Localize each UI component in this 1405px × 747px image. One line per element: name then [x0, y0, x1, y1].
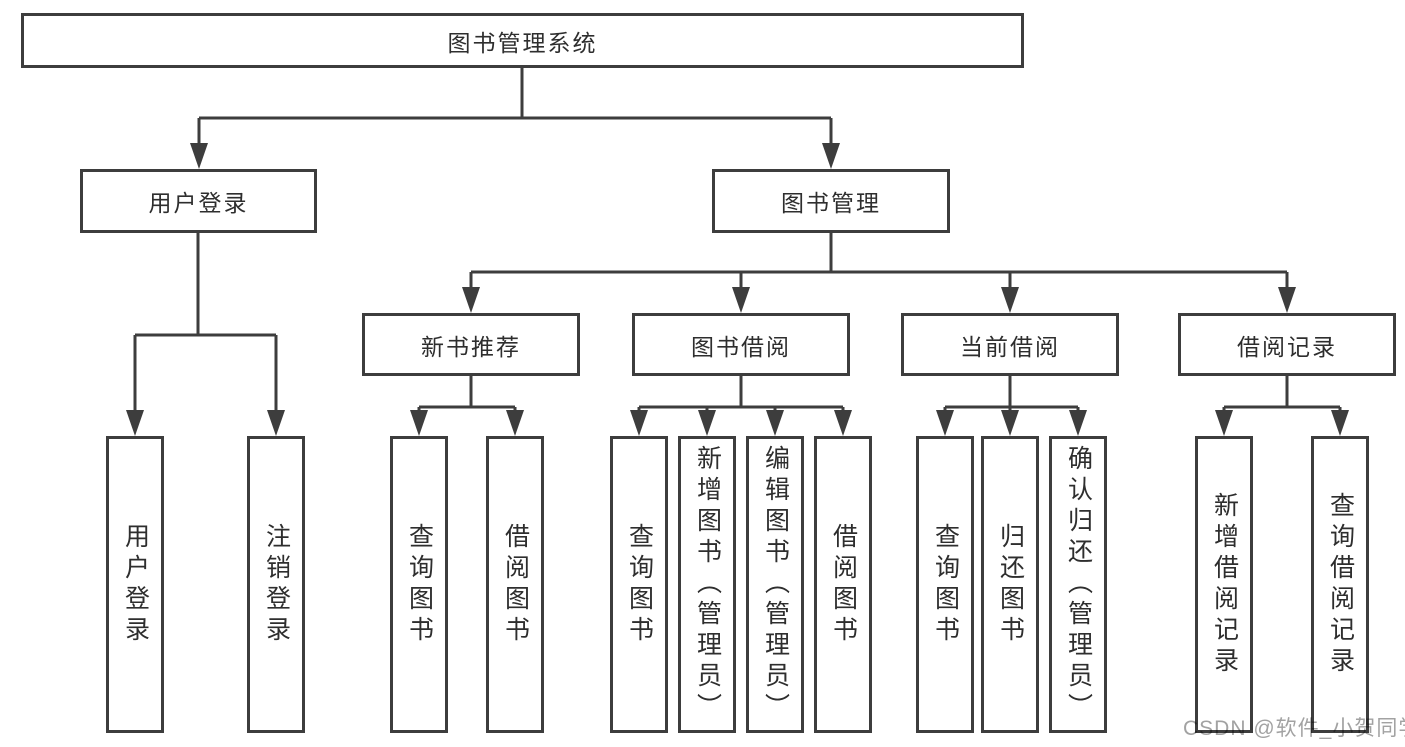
node-user-login-group: 用户登录 — [80, 169, 317, 233]
leaf-query-book-borrow: 查询图书 — [610, 436, 668, 733]
leaf-edit-book-admin: 编辑图书（管理员） — [746, 436, 804, 733]
leaf-query-book-borrow-label: 查询图书 — [625, 522, 654, 647]
connector-root-to-level2 — [197, 68, 833, 145]
leaf-confirm-return-admin: 确认归还（管理员） — [1049, 436, 1107, 733]
leaf-user-login-label: 用户登录 — [121, 522, 150, 647]
leaf-return-book: 归还图书 — [981, 436, 1039, 733]
leaf-add-book-admin-label: 新增图书（管理员） — [693, 445, 722, 724]
node-new-book-recommend: 新书推荐 — [362, 313, 580, 376]
leaf-borrow-book: 借阅图书 — [814, 436, 872, 733]
connector-newbook-to-leaves — [417, 376, 517, 414]
leaf-return-book-label: 归还图书 — [996, 522, 1025, 647]
leaf-borrow-book-newbook-label: 借阅图书 — [501, 522, 530, 647]
leaf-user-login: 用户登录 — [106, 436, 164, 733]
csdn-watermark: CSDN @软件_小贺同学 — [1183, 717, 1405, 740]
leaf-query-book-current: 查询图书 — [916, 436, 974, 733]
connector-current-to-leaves — [943, 376, 1080, 414]
node-root-label: 图书管理系统 — [447, 29, 598, 56]
leaf-query-book-current-label: 查询图书 — [931, 522, 960, 647]
connector-records-to-leaves — [1222, 376, 1342, 414]
leaf-query-book-newbook: 查询图书 — [390, 436, 448, 733]
leaf-add-borrow-record: 新增借阅记录 — [1195, 436, 1253, 733]
node-current-borrow: 当前借阅 — [901, 313, 1119, 376]
node-borrow-records-label: 借阅记录 — [1237, 333, 1337, 360]
leaf-logout-label: 注销登录 — [262, 522, 291, 647]
leaf-add-book-admin: 新增图书（管理员） — [678, 436, 736, 733]
node-borrow-records: 借阅记录 — [1178, 313, 1396, 376]
leaf-borrow-book-label: 借阅图书 — [829, 522, 858, 647]
connector-mgmt-to-level3 — [469, 233, 1289, 290]
connector-borrow-to-leaves — [637, 376, 845, 414]
node-new-book-recommend-label: 新书推荐 — [421, 333, 521, 360]
leaf-query-borrow-record: 查询借阅记录 — [1311, 436, 1369, 733]
leaf-confirm-return-admin-label: 确认归还（管理员） — [1064, 445, 1093, 724]
leaf-logout: 注销登录 — [247, 436, 305, 733]
leaf-query-borrow-record-label: 查询借阅记录 — [1326, 491, 1355, 678]
leaf-edit-book-admin-label: 编辑图书（管理员） — [761, 445, 790, 724]
node-book-management-group: 图书管理 — [712, 169, 950, 233]
connector-login-to-leaves — [133, 233, 278, 414]
node-book-borrow: 图书借阅 — [632, 313, 850, 376]
node-current-borrow-label: 当前借阅 — [960, 333, 1060, 360]
leaf-query-book-newbook-label: 查询图书 — [405, 522, 434, 647]
leaf-borrow-book-newbook: 借阅图书 — [486, 436, 544, 733]
node-root: 图书管理系统 — [21, 13, 1024, 68]
leaf-add-borrow-record-label: 新增借阅记录 — [1210, 491, 1239, 678]
node-book-management-group-label: 图书管理 — [781, 190, 881, 216]
node-book-borrow-label: 图书借阅 — [691, 333, 791, 360]
node-user-login-group-label: 用户登录 — [148, 190, 249, 216]
